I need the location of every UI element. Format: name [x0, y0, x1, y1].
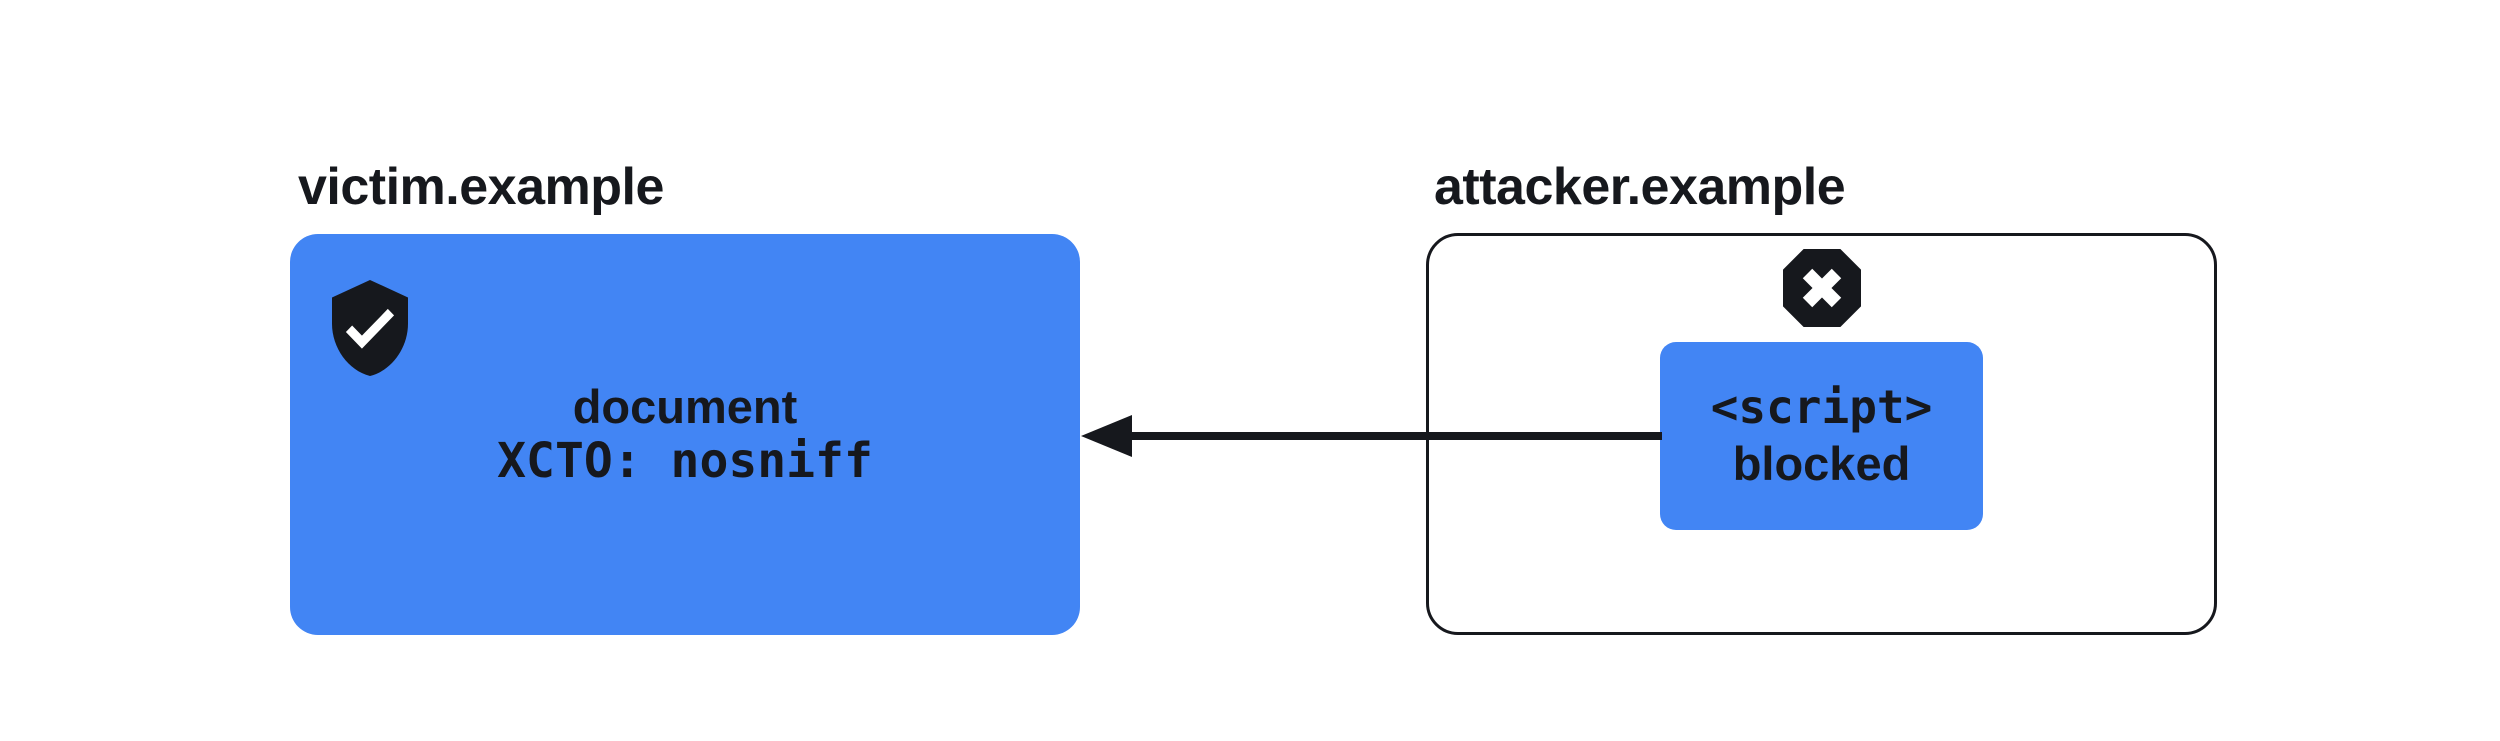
arrowhead-left — [1081, 415, 1132, 457]
attacker-domain-label: attacker.example — [1434, 158, 1846, 216]
victim-document-box: document XCTO: nosniff — [290, 234, 1080, 635]
script-tag-line: <script> — [1710, 380, 1933, 434]
blocked-line: blocked — [1732, 437, 1911, 490]
victim-line-document: document — [572, 379, 798, 433]
shield-check-icon — [332, 280, 408, 376]
blocked-octagon-x-icon — [1783, 249, 1861, 327]
victim-domain-label: victim.example — [298, 158, 664, 216]
attacker-box: <script> blocked — [1426, 233, 2217, 635]
script-blocked-box: <script> blocked — [1660, 342, 1983, 530]
blocked-response-arrow — [1081, 415, 1662, 457]
victim-line-xcto-nosniff: XCTO: nosniff — [497, 432, 873, 489]
